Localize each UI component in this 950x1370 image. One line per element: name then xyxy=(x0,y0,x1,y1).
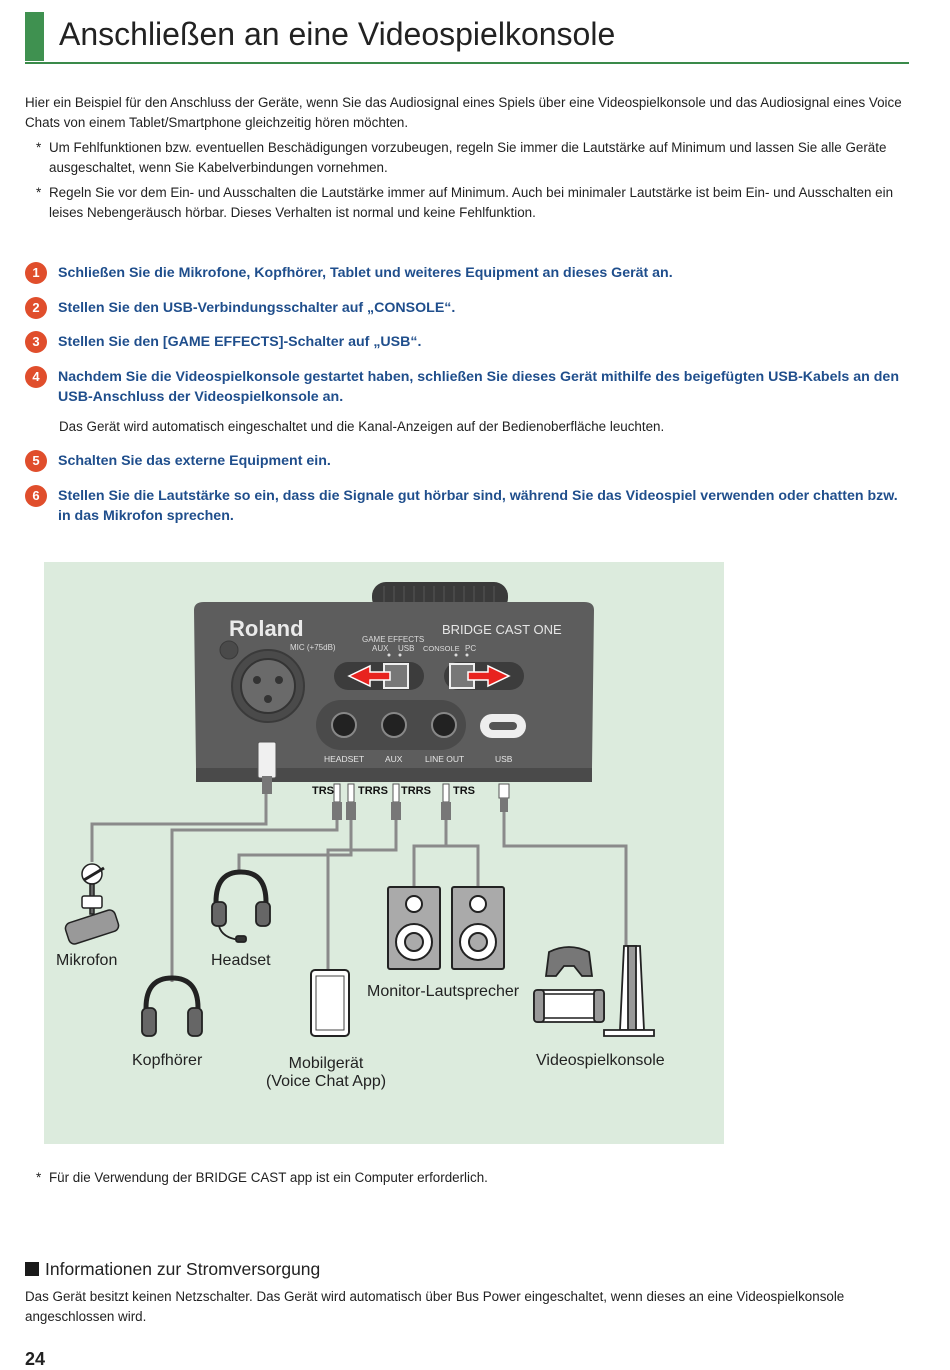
note-2-text: Regeln Sie vor dem Ein- und Ausschalten … xyxy=(49,185,894,220)
step-number-badge: 2 xyxy=(25,297,47,319)
model-name: BRIDGE CAST ONE xyxy=(442,622,562,637)
plug-label-trs: TRS xyxy=(312,785,334,797)
label-monitor-speakers: Monitor-Lautsprecher xyxy=(367,983,520,1000)
page-number: 24 xyxy=(25,1349,46,1369)
section-title: Informationen zur Stromversorgung xyxy=(45,1259,321,1279)
cables xyxy=(90,794,628,982)
headset-icon xyxy=(211,869,271,943)
note-marker: * xyxy=(36,1170,42,1185)
step-text: Schalten Sie das externe Equipment ein. xyxy=(58,453,331,469)
usb-cable-plug-mic xyxy=(257,741,277,779)
note-1-text: Um Fehlfunktionen bzw. eventuellen Besch… xyxy=(49,140,887,175)
title-accent-bar xyxy=(25,12,44,61)
label-headset: Headset xyxy=(211,952,271,969)
step-number-badge: 4 xyxy=(25,366,47,388)
plug-label-trrs: TRRS xyxy=(358,785,388,797)
plug-label-trrs: TRRS xyxy=(401,785,431,797)
speaker-icon xyxy=(387,886,441,970)
roland-logo: Roland xyxy=(229,616,304,641)
red-arrow-icon xyxy=(467,664,511,688)
label-mobile-device-line2: (Voice Chat App) xyxy=(266,1073,387,1090)
game-console-icon xyxy=(533,945,655,1037)
note-marker: * xyxy=(36,140,42,155)
line-out-jack xyxy=(431,712,457,738)
section-heading: Informationen zur Stromversorgung xyxy=(25,1259,320,1280)
note-marker: * xyxy=(36,185,42,200)
port-label-line-out: LINE OUT xyxy=(425,754,464,764)
label-mobile-device: Mobilgerät (Voice Chat App) xyxy=(266,1055,386,1091)
step-text: Stellen Sie die Lautstärke so ein, dass … xyxy=(58,488,898,524)
step-number-badge: 5 xyxy=(25,450,47,472)
section-square-icon xyxy=(25,1262,39,1276)
step-text: Stellen Sie den [GAME EFFECTS]-Schalter … xyxy=(58,334,422,350)
port-label-usb: USB xyxy=(495,754,513,764)
step-text: Nachdem Sie die Videospielkonsole gestar… xyxy=(58,369,899,405)
red-arrow-icon xyxy=(347,664,391,688)
label-microphone: Mikrofon xyxy=(56,952,118,969)
step-number-badge: 6 xyxy=(25,485,47,507)
aux-jack xyxy=(381,712,407,738)
port-label-headset: HEADSET xyxy=(324,754,364,764)
step-text: Schließen Sie die Mikrofone, Kopfhörer, … xyxy=(58,265,673,281)
label-headphones: Kopfhörer xyxy=(132,1052,203,1069)
label-game-console: Videospielkonsole xyxy=(536,1052,665,1069)
page-title-bar: Anschließen an eine Videospielkonsole xyxy=(25,12,909,64)
microphone-icon xyxy=(64,863,120,945)
intro-paragraph: Hier ein Beispiel für den Anschluss der … xyxy=(25,95,902,130)
step-text: Stellen Sie den USB-Verbindungsschalter … xyxy=(58,300,456,316)
step-4-subtext: Das Gerät wird automatisch eingeschaltet… xyxy=(59,419,665,434)
note-1: * Um Fehlfunktionen bzw. eventuellen Bes… xyxy=(36,138,919,178)
device-base xyxy=(196,768,592,782)
footnote: * Für die Verwendung der BRIDGE CAST app… xyxy=(36,1168,919,1188)
connection-diagram: Roland BRIDGE CAST ONE MIC (+75dB) GAME … xyxy=(44,562,724,1144)
port-label-aux: AUX xyxy=(385,754,403,764)
mobile-device-icon xyxy=(310,969,350,1037)
mic-gain-label: MIC (+75dB) xyxy=(290,643,336,652)
note-2: * Regeln Sie vor dem Ein- und Ausschalte… xyxy=(36,183,919,223)
footnote-text: Für die Verwendung der BRIDGE CAST app i… xyxy=(49,1170,488,1185)
speaker-icon xyxy=(451,886,505,970)
console-switch-label: CONSOLE xyxy=(423,644,460,653)
plug-label-trs: TRS xyxy=(453,785,475,797)
usb-switch-label: USB xyxy=(398,644,414,653)
headphones-icon xyxy=(141,975,203,1037)
page-title: Anschließen an eine Videospielkonsole xyxy=(59,16,616,52)
label-mobile-device-line1: Mobilgerät xyxy=(288,1055,364,1072)
game-effects-label: GAME EFFECTS xyxy=(362,635,424,644)
connection-diagram-svg: Roland BRIDGE CAST ONE MIC (+75dB) GAME … xyxy=(64,582,655,1037)
pc-switch-label: PC xyxy=(465,644,476,653)
plug-icon xyxy=(332,783,510,820)
step-number-badge: 3 xyxy=(25,331,47,353)
aux-switch-label: AUX xyxy=(372,644,389,653)
section-body: Das Gerät besitzt keinen Netzschalter. D… xyxy=(25,1289,845,1324)
step-number-badge: 1 xyxy=(25,262,47,284)
headset-jack xyxy=(331,712,357,738)
